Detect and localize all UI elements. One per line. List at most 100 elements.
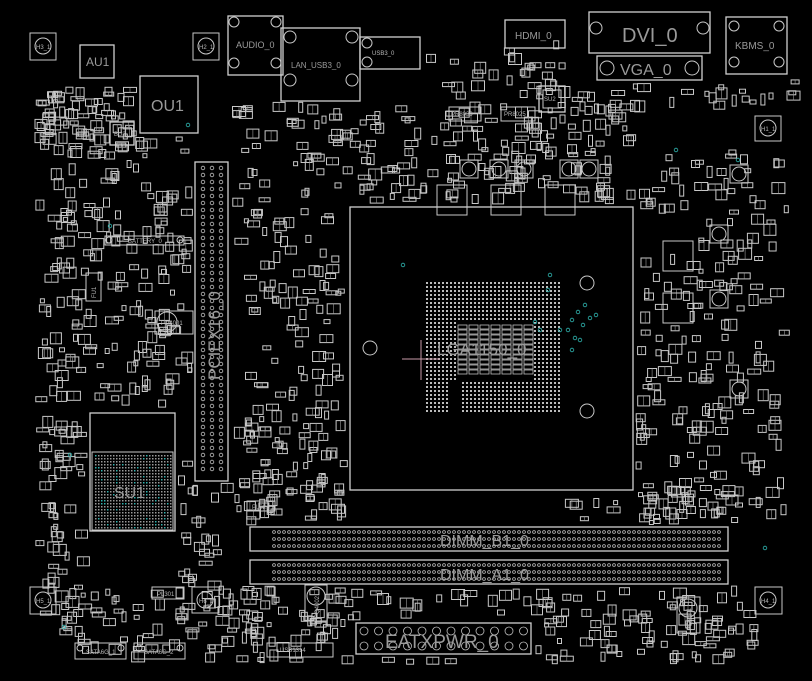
inductor-pl301[interactable]: PL301 bbox=[151, 586, 185, 600]
socket-pin bbox=[446, 318, 448, 320]
battery-holder[interactable]: BATTERY_0 bbox=[104, 235, 185, 246]
mounting-hole-h3[interactable]: H3_1 bbox=[29, 32, 57, 61]
pch-ball bbox=[158, 485, 160, 487]
hdmi-connector[interactable]: HDMI_0 bbox=[504, 19, 566, 49]
socket-pin bbox=[426, 342, 428, 344]
socket-pin bbox=[546, 338, 548, 340]
via bbox=[587, 315, 593, 321]
pch-ball bbox=[137, 488, 139, 490]
chip-au1[interactable]: AU1 bbox=[79, 44, 115, 79]
socket-pin bbox=[526, 298, 528, 300]
pch-ball bbox=[161, 527, 163, 529]
mounting-hole-h4[interactable]: H4_1 bbox=[754, 586, 783, 615]
dimm-slot-b1[interactable]: DIMM_B1_0 bbox=[249, 526, 729, 552]
dimm-pin bbox=[397, 570, 401, 574]
socket-pin bbox=[510, 390, 512, 392]
pch-ball bbox=[137, 461, 139, 463]
socket-pin bbox=[498, 290, 500, 292]
dimm-pin bbox=[427, 537, 431, 541]
chip-fu1[interactable]: FU1 bbox=[85, 272, 102, 302]
socket-land bbox=[490, 339, 501, 345]
via bbox=[67, 452, 73, 458]
socket-pin bbox=[446, 290, 448, 292]
socket-land bbox=[490, 334, 501, 340]
pch-ball bbox=[113, 461, 115, 463]
pch-ball bbox=[113, 524, 115, 526]
socket-pin bbox=[542, 410, 544, 412]
mosfet-pq4002[interactable]: PQ4002 bbox=[304, 584, 328, 622]
dimm-pin bbox=[692, 577, 696, 581]
resistor-pr8025[interactable]: PR8025 bbox=[500, 106, 536, 122]
socket-pin bbox=[430, 398, 432, 400]
smd-component bbox=[251, 169, 258, 176]
socket-pin bbox=[486, 310, 488, 312]
socket-land bbox=[457, 354, 468, 360]
smd-component bbox=[61, 618, 67, 629]
mounting-hole-h6[interactable]: H6_1 bbox=[191, 586, 220, 614]
mounting-hole-h5[interactable]: H5_1 bbox=[29, 586, 57, 615]
dimm-pin bbox=[477, 544, 481, 548]
socket-pin bbox=[518, 398, 520, 400]
socket-pin bbox=[502, 282, 504, 284]
pcie-pin bbox=[218, 396, 224, 402]
vga-connector[interactable]: VGA_0 bbox=[596, 55, 703, 81]
inductor-pu4001[interactable]: PU4001 bbox=[154, 310, 194, 335]
socket-pin bbox=[434, 330, 436, 332]
smd-component bbox=[158, 265, 167, 275]
pcie-pin bbox=[200, 207, 206, 213]
socket-pin bbox=[450, 290, 452, 292]
dimm-slot-a1[interactable]: DIMM_A1_0 bbox=[249, 559, 729, 585]
socket-pin bbox=[514, 290, 516, 292]
pcie-pin bbox=[218, 389, 224, 395]
dimm-pin bbox=[467, 544, 471, 548]
mounting-hole-h2[interactable]: H2_1 bbox=[192, 32, 220, 61]
cpu-socket[interactable]: LGA1150_0 bbox=[349, 206, 634, 491]
dimm-pin bbox=[637, 577, 641, 581]
chip-su2[interactable]: SU2 bbox=[538, 85, 566, 113]
inductor-pl221[interactable]: PL221 bbox=[246, 500, 276, 512]
sata-connector-1[interactable]: SATA6G_1 bbox=[74, 642, 127, 660]
atx-pin bbox=[475, 641, 485, 651]
pcie-pin bbox=[218, 312, 224, 318]
chip-su1[interactable]: SU1 bbox=[89, 412, 176, 532]
smd-component bbox=[519, 90, 528, 98]
pch-ball bbox=[122, 485, 124, 487]
dimm-pin bbox=[587, 530, 591, 534]
socket-pin bbox=[478, 286, 480, 288]
socket-pin bbox=[486, 394, 488, 396]
atx-pin bbox=[374, 626, 383, 636]
pch-ball bbox=[125, 470, 127, 472]
pch-ball bbox=[143, 485, 145, 487]
dimm-pin bbox=[377, 563, 381, 567]
sata-connector-2[interactable]: SATA6G_2 bbox=[133, 642, 186, 660]
pch-ball bbox=[104, 485, 106, 487]
smd-component bbox=[121, 611, 127, 623]
mounting-hole-h1[interactable]: H1_1 bbox=[754, 115, 782, 142]
socket-pin bbox=[550, 286, 552, 288]
socket-pin bbox=[426, 386, 428, 388]
mosfet-pq4501[interactable]: PQ4501 bbox=[676, 596, 701, 634]
chip-ou1[interactable]: OU1 bbox=[139, 75, 199, 134]
smd-component bbox=[259, 281, 266, 292]
socket-pin bbox=[538, 334, 540, 336]
label-h5: H5_1 bbox=[36, 599, 51, 605]
audio-connector[interactable]: AUDIO_0 bbox=[227, 15, 284, 76]
lan-usb-connector[interactable]: LAN_USB3_0 bbox=[280, 27, 361, 102]
pch-ball bbox=[167, 470, 169, 472]
atx-power-connector[interactable]: EATXPWR_0 bbox=[355, 622, 532, 655]
smd-component bbox=[582, 119, 591, 132]
pcie-x16-slot[interactable]: PCIEX16_0 bbox=[194, 161, 229, 482]
dvi-connector[interactable]: DVI_0 bbox=[588, 11, 711, 54]
pch-ball bbox=[167, 458, 169, 460]
pch-ball bbox=[113, 491, 115, 493]
resistor-pr8039[interactable]: PR8039 bbox=[448, 106, 482, 122]
kbms-connector[interactable]: KBMS_0 bbox=[725, 16, 788, 75]
socket-pin bbox=[542, 382, 544, 384]
chip-bu3[interactable]: BU3 bbox=[109, 121, 135, 146]
usb-connector[interactable]: USB3_0 bbox=[359, 36, 421, 70]
pcie-pin bbox=[200, 319, 206, 325]
socket-pin bbox=[534, 366, 536, 368]
usb-header[interactable]: USB1314 bbox=[266, 642, 334, 658]
socket-pin bbox=[550, 362, 552, 364]
